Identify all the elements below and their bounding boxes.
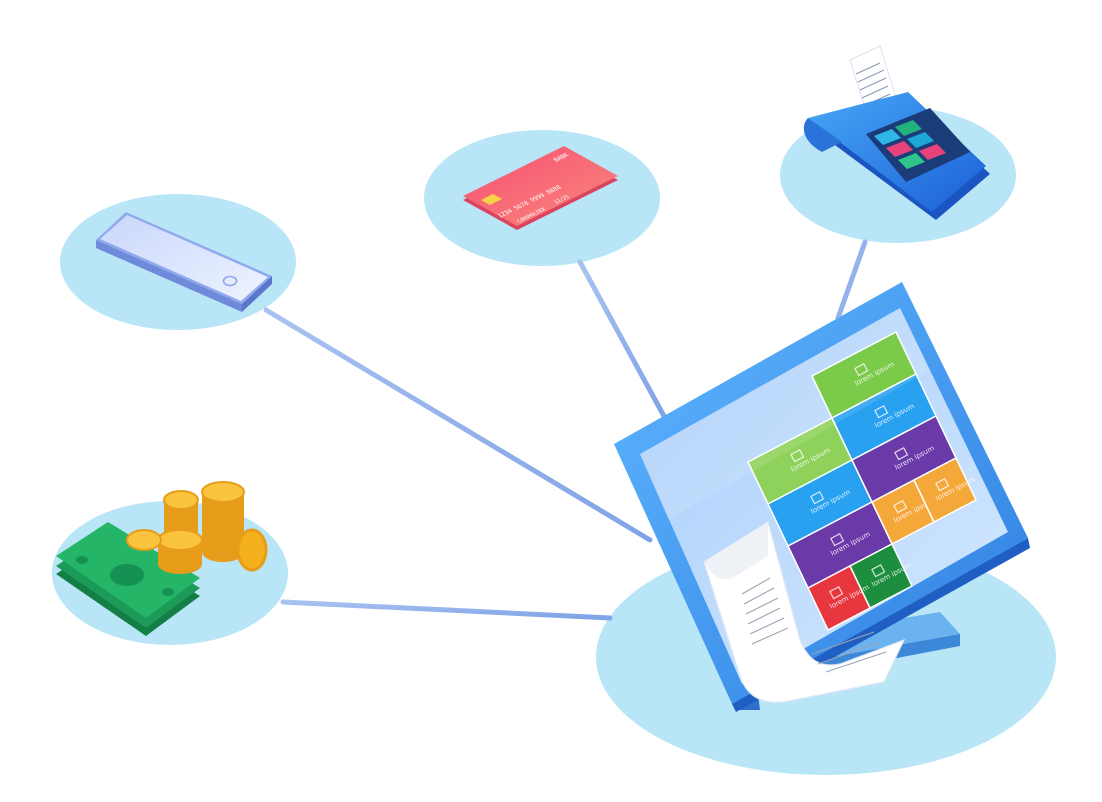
payment-terminal-icon: [803, 45, 990, 220]
connector-terminal: [835, 239, 868, 321]
card-bank: BANK: [552, 152, 570, 163]
pos-tile[interactable]: lorem ipsum: [767, 458, 873, 548]
shirt-icon: [894, 447, 909, 461]
wallet-icon: [810, 491, 825, 505]
coins-icon: [126, 481, 268, 574]
pos-tile[interactable]: lorem ipsum: [747, 416, 853, 506]
list-icon: [935, 478, 950, 492]
connector-phone: [263, 307, 653, 543]
terminal-screen-tiles: [874, 120, 946, 169]
connectors: [263, 239, 868, 621]
receipt-icon: [703, 521, 906, 703]
pos-tile[interactable]: lorem ipsum: [787, 500, 893, 590]
wallet-icon: [874, 405, 889, 419]
monitor-icon: [854, 363, 869, 377]
card-expiry: 12/25: [553, 195, 571, 206]
pos-tile[interactable]: lorem ipsum: [913, 456, 977, 524]
pos-tile-bg: [913, 456, 977, 524]
connector-card: [577, 259, 668, 421]
smartphone-icon: [96, 212, 272, 312]
list-icon: [829, 586, 844, 600]
monitor-icon: [790, 449, 805, 463]
pos-tile[interactable]: lorem ipsum: [851, 414, 957, 504]
pos-tile[interactable]: lorem ipsum: [807, 564, 871, 632]
list-icon: [893, 500, 908, 514]
connector-cash: [280, 599, 613, 621]
pos-tile-bg: [807, 564, 871, 632]
list-icon: [871, 564, 886, 578]
shirt-icon: [830, 533, 845, 547]
cash-icon: [56, 522, 200, 636]
credit-card-icon: BANK 1234 5678 9999 8888 CARDHOLDER 12/2…: [463, 146, 618, 230]
